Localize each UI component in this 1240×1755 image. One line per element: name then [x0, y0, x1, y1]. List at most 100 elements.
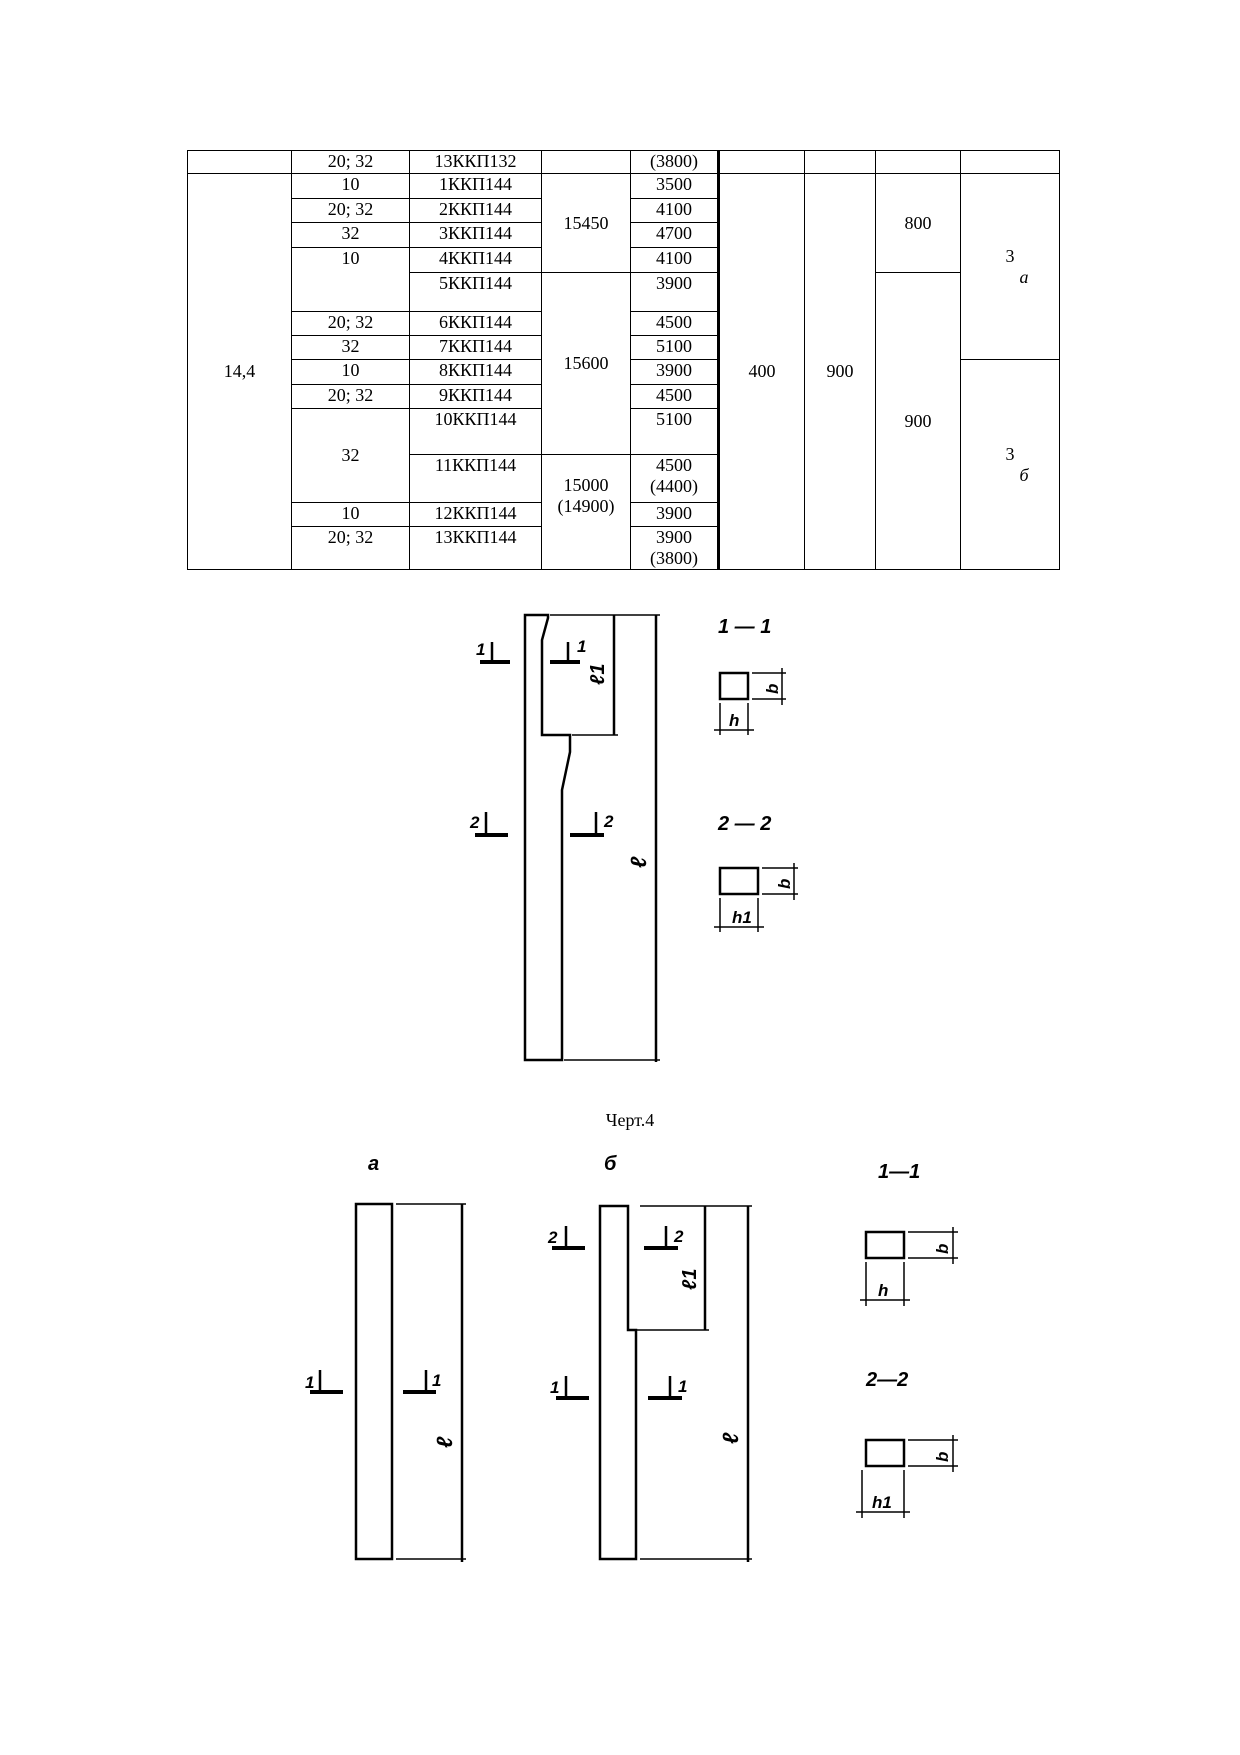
- dim-label-l: ℓ: [626, 856, 651, 868]
- cell-value-alt: (14900): [557, 496, 615, 516]
- cell-value: 15000: [563, 475, 609, 495]
- cell: 3500: [630, 173, 719, 199]
- column-drawing-2a: [310, 1202, 466, 1562]
- cell: 8ККП144: [409, 359, 542, 385]
- cell: 12ККП144: [409, 502, 542, 527]
- span-cell: 3 а: [960, 173, 1060, 360]
- span-cell: 3 б: [960, 359, 1060, 570]
- cut-label: 1: [678, 1377, 687, 1396]
- cell: [960, 150, 1060, 174]
- cut-label: 1: [476, 640, 485, 659]
- cell: 4500 (4400): [630, 454, 719, 503]
- cut-marker-1-left: [310, 1370, 343, 1394]
- cell: 5ККП144: [409, 272, 542, 312]
- span-cell: 14,4: [187, 173, 292, 570]
- dim-label-h: h: [729, 711, 739, 730]
- cut-marker-1-right: [550, 642, 580, 664]
- dim-label-l: ℓ: [432, 1436, 457, 1448]
- cell: [875, 150, 961, 174]
- cell-value: 4500: [656, 455, 692, 475]
- cell: 3900: [630, 359, 719, 385]
- fig-number: 3: [1005, 443, 1015, 464]
- cell: 20; 32: [291, 384, 410, 409]
- span-cell: 15600: [541, 272, 631, 455]
- cut-label: 1: [305, 1373, 314, 1392]
- column-outline: [523, 613, 572, 1062]
- dim-label-h: h: [878, 1281, 888, 1300]
- section-1-1-rect: [718, 671, 750, 701]
- section-label: 2 — 2: [717, 813, 771, 835]
- column-outline: [598, 1204, 638, 1561]
- cut-label: 2: [673, 1227, 684, 1246]
- sections-drawing-2: [856, 1227, 958, 1518]
- cell: 5100: [630, 408, 719, 455]
- cell-value: 3900: [656, 527, 692, 547]
- dim-label-l: ℓ: [718, 1432, 743, 1444]
- span-cell: 800: [875, 173, 961, 273]
- cell: 4700: [630, 222, 719, 248]
- cell: 20; 32: [291, 526, 410, 570]
- cell: 3900 (3800): [630, 526, 719, 570]
- span-cell: 900: [875, 272, 961, 570]
- variant-label-b: б: [604, 1153, 617, 1175]
- cut-label: 1: [577, 637, 586, 656]
- cell: [541, 150, 631, 174]
- dim-label-l1: ℓ1: [587, 664, 609, 685]
- span-cell: 15000 (14900): [541, 454, 631, 570]
- cut-marker-2-right: [644, 1226, 678, 1250]
- variant-label-a: а: [368, 1153, 379, 1175]
- cut-marker-2-left: [552, 1226, 585, 1250]
- cell: 2ККП144: [409, 198, 542, 223]
- span-cell: 15450: [541, 173, 631, 273]
- cell: 1ККП144: [409, 173, 542, 199]
- spec-table: 20; 32 13ККП132 (3800) 14,4 10 1ККП144 1…: [187, 150, 1060, 570]
- cell: 7ККП144: [409, 335, 542, 360]
- cell: [804, 150, 876, 174]
- dim-label-b: b: [933, 1452, 952, 1462]
- fig-letter: б: [1019, 464, 1029, 485]
- cut-label: 1: [550, 1378, 559, 1397]
- cut-marker-1-right: [403, 1370, 436, 1394]
- fig-number: 3: [1005, 245, 1015, 266]
- cut-marker-2-right: [570, 812, 604, 837]
- cell: 32: [291, 335, 410, 360]
- cut-label: 2: [547, 1228, 558, 1247]
- figure-caption: Черт.4: [605, 1110, 655, 1130]
- cut-marker-1-left: [480, 642, 510, 664]
- cut-marker-1-right: [648, 1376, 682, 1400]
- dim-label-b: b: [775, 879, 794, 889]
- section-label: 1 — 1: [718, 616, 771, 638]
- column-drawing-1: [475, 613, 798, 1062]
- cell: 4100: [630, 198, 719, 223]
- cell-value-alt: (4400): [650, 476, 698, 496]
- cell: 32: [291, 408, 410, 503]
- cut-label: 2: [603, 812, 614, 831]
- cut-label: 1: [432, 1371, 441, 1390]
- dim-label-h1: h1: [732, 908, 752, 927]
- cell: 6ККП144: [409, 311, 542, 336]
- cut-marker-1-left: [556, 1376, 589, 1400]
- section-2-2-rect: [864, 1438, 906, 1468]
- section-2-2-rect: [718, 866, 760, 896]
- cell: 4ККП144: [409, 247, 542, 273]
- column-outline: [354, 1202, 394, 1561]
- cell: 4500: [630, 311, 719, 336]
- cut-label: 2: [469, 813, 480, 832]
- cell: 10: [291, 359, 410, 385]
- fig-letter: а: [1019, 266, 1029, 287]
- dim-label-l1: ℓ1: [679, 1269, 701, 1290]
- cut-marker-2-left: [475, 812, 508, 837]
- dim-label-h1: h1: [872, 1493, 892, 1512]
- cell: 3900: [630, 272, 719, 312]
- dim-label-b: b: [933, 1244, 952, 1254]
- cell: 11ККП144: [409, 454, 542, 503]
- cell: 10ККП144: [409, 408, 542, 455]
- cell-value-alt: (3800): [650, 548, 698, 568]
- cell: 13ККП144: [409, 526, 542, 570]
- span-cell: 900: [804, 173, 876, 570]
- column-drawing-2b: [552, 1204, 752, 1562]
- section-label: 2—2: [865, 1369, 908, 1391]
- section-label: 1—1: [878, 1161, 920, 1183]
- dim-label-b: b: [763, 684, 782, 694]
